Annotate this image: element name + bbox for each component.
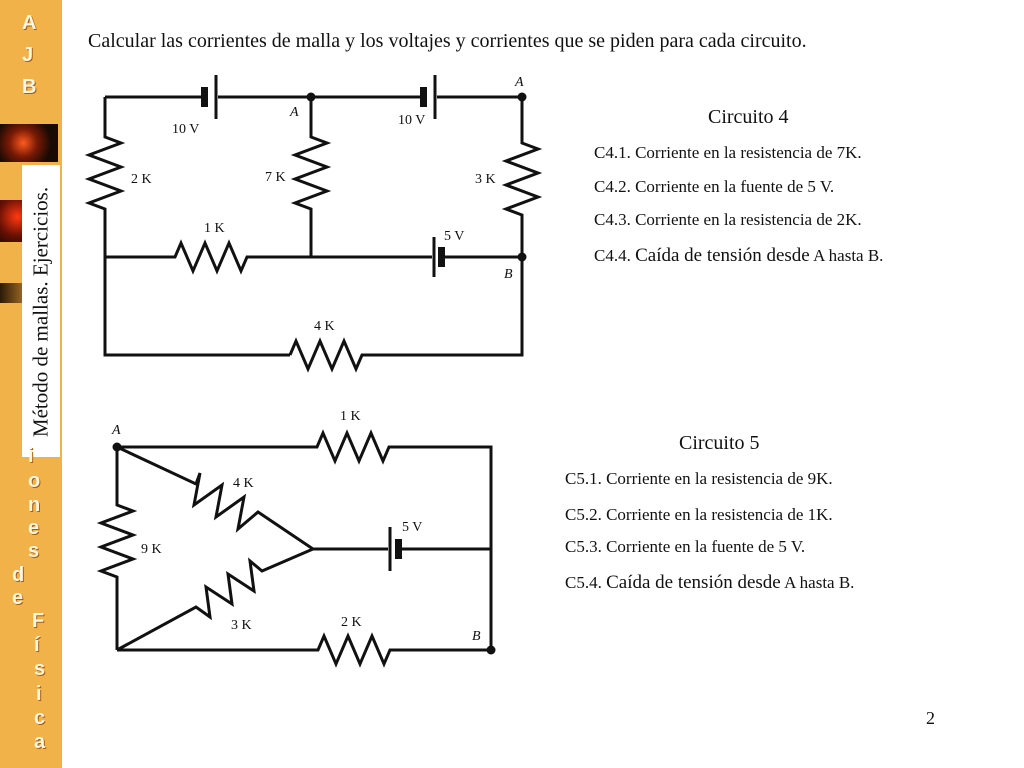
label-4k: 4 K	[314, 319, 335, 334]
circuit-4-diagram: 10 V 10 V 2 K 7 K 3 K 1 K 5 V 4 K A A B	[84, 75, 543, 373]
question-text: Corriente en la resistencia de 9K.	[606, 469, 833, 488]
node-label-a: A	[289, 105, 299, 120]
question-text: Corriente en la fuente de 5 V.	[606, 537, 806, 556]
question-text: Corriente en la fuente de 5 V.	[635, 177, 835, 196]
circuit-5-title: Circuito 5	[679, 432, 760, 454]
resistor-3k	[501, 97, 543, 257]
node-label-b: B	[472, 629, 481, 644]
label-10v: 10 V	[398, 113, 425, 128]
resistor-2k	[117, 632, 491, 668]
question-item: C5.3. Corriente en la fuente de 5 V.	[565, 537, 805, 557]
question-id: C4.2.	[594, 177, 631, 196]
question-id: C4.1.	[594, 143, 631, 162]
node-label-b: B	[504, 267, 513, 282]
battery-negative-plate	[438, 247, 445, 267]
label-9k: 9 K	[141, 542, 162, 557]
label-10v: 10 V	[172, 122, 199, 137]
question-item: C4.2. Corriente en la fuente de 5 V.	[594, 177, 834, 197]
label-3k: 3 K	[475, 172, 496, 187]
label-4k: 4 K	[233, 476, 254, 491]
question-text: Corriente en la resistencia de 7K.	[635, 143, 862, 162]
sidebar-letter: n	[28, 494, 41, 516]
label-2k: 2 K	[341, 615, 362, 630]
question-text-emphasis: Caída de tensión desde	[635, 245, 810, 266]
question-item: C4.4. Caída de tensión desde A hasta B.	[594, 245, 883, 267]
resistor-4k	[288, 257, 524, 373]
question-text: A hasta B.	[784, 573, 855, 592]
question-id: C4.3.	[594, 210, 631, 229]
node-dot	[486, 645, 496, 655]
question-id: C5.3.	[565, 537, 602, 556]
label-7k: 7 K	[265, 170, 286, 185]
resistor-7k	[290, 97, 332, 257]
label-5v: 5 V	[402, 520, 422, 535]
sidebar-letter: í	[34, 634, 40, 656]
sidebar-letter: B	[22, 76, 37, 98]
label-5v: 5 V	[444, 229, 464, 244]
sidebar-letter: c	[34, 707, 46, 729]
battery-negative-plate	[395, 539, 402, 559]
question-item: C5.4. Caída de tensión desde A hasta B.	[565, 572, 854, 594]
question-id: C5.1.	[565, 469, 602, 488]
label-1k: 1 K	[340, 409, 361, 424]
sidebar-letter: e	[12, 587, 24, 609]
question-item: C5.1. Corriente en la resistencia de 9K.	[565, 469, 833, 489]
page-title: Calcular las corrientes de malla y los v…	[88, 30, 807, 52]
sidebar-letter: i	[28, 445, 34, 467]
resistor-1k	[117, 429, 493, 650]
circuit-4-title: Circuito 4	[708, 106, 789, 128]
sidebar-letter: a	[34, 731, 46, 753]
resistor-9k	[96, 447, 138, 650]
sidebar-letter: s	[34, 658, 46, 680]
label-3k: 3 K	[231, 618, 252, 633]
sidebar-letter: i	[36, 683, 42, 705]
sidebar-letter: e	[28, 517, 40, 539]
node-label-a: A	[514, 75, 524, 90]
node-dot	[306, 92, 316, 102]
node-dot	[517, 252, 527, 262]
sidebar-letter: d	[12, 564, 25, 586]
question-id: C4.4.	[594, 246, 631, 265]
question-text: A hasta B.	[813, 246, 884, 265]
sidebar-letter: A	[22, 12, 37, 34]
node-dot	[517, 92, 527, 102]
label-1k: 1 K	[204, 221, 225, 236]
battery-negative-plate	[201, 87, 208, 107]
decorative-image	[0, 124, 58, 162]
resistor-1k	[105, 239, 432, 275]
question-item: C4.1. Corriente en la resistencia de 7K.	[594, 143, 862, 163]
question-text: Corriente en la resistencia de 2K.	[635, 210, 862, 229]
sidebar-letter: s	[28, 540, 40, 562]
question-item: C4.3. Corriente en la resistencia de 2K.	[594, 210, 862, 230]
sidebar: A J B Método de mallas. Ejercicios. i o …	[0, 0, 62, 768]
page-number: 2	[926, 708, 935, 728]
question-id: C5.4.	[565, 573, 602, 592]
vertical-label-box	[22, 165, 60, 457]
node-label-a: A	[111, 423, 121, 438]
resistor-3k	[116, 547, 314, 652]
question-text: Corriente en la resistencia de 1K.	[606, 505, 833, 524]
question-item: C5.2. Corriente en la resistencia de 1K.	[565, 505, 833, 525]
question-id: C5.2.	[565, 505, 602, 524]
label-2k: 2 K	[131, 172, 152, 187]
sidebar-letter: J	[22, 44, 34, 66]
sidebar-letter: o	[28, 470, 41, 492]
circuit-5-diagram: 1 K 4 K 9 K 3 K 2 K 5 V A B	[96, 409, 496, 668]
question-text-emphasis: Caída de tensión desde	[606, 572, 781, 593]
sidebar-letter: F	[32, 610, 45, 632]
battery-negative-plate	[420, 87, 427, 107]
resistor-4k	[116, 445, 314, 551]
node-dot	[112, 442, 122, 452]
